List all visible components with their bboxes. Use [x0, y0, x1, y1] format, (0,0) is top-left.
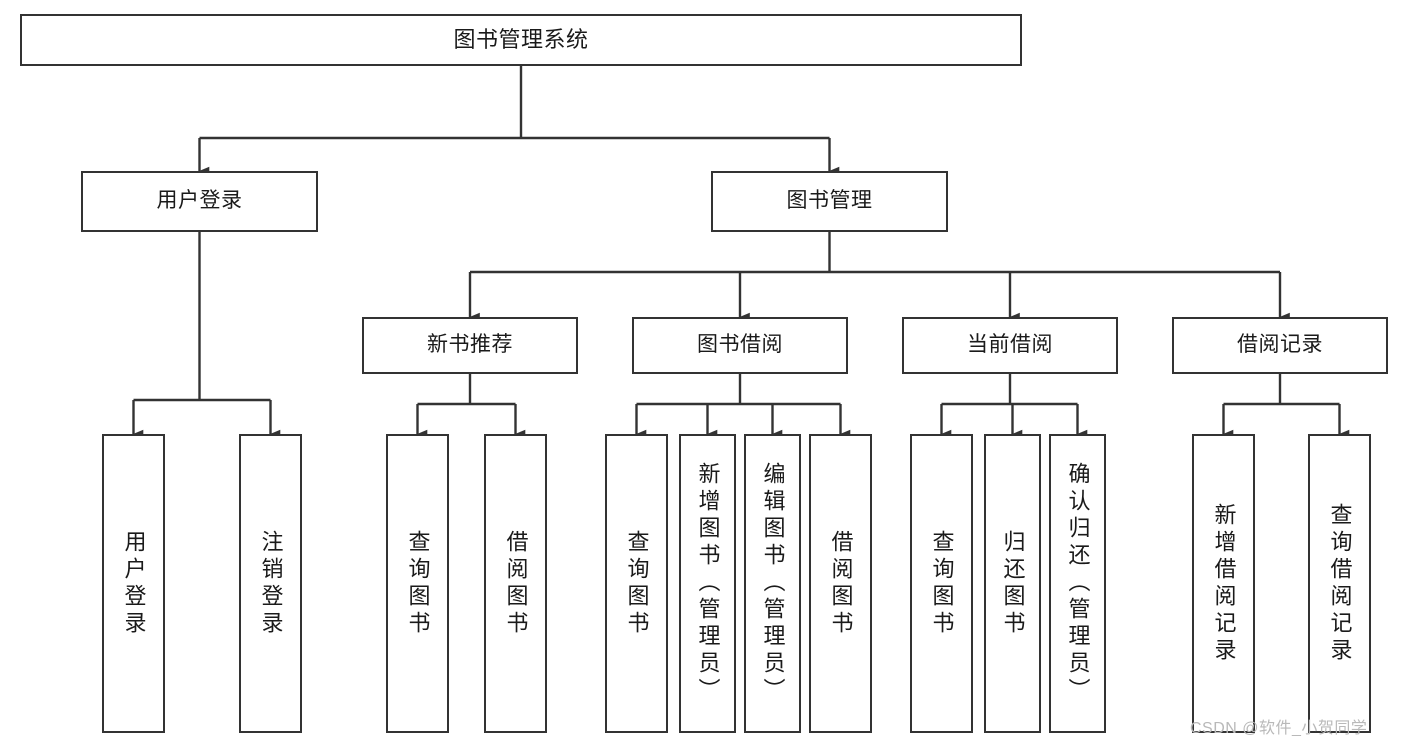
node-leaf-query-3[interactable]: 查询图书: [910, 434, 973, 733]
node-label: 借阅图书: [503, 529, 529, 638]
node-book-borrow[interactable]: 图书借阅: [632, 317, 848, 374]
node-new-book-rec[interactable]: 新书推荐: [362, 317, 578, 374]
node-label: 用户登录: [121, 529, 147, 638]
node-leaf-borrow-1[interactable]: 借阅图书: [484, 434, 547, 733]
node-label: 编辑图书（管理员）: [760, 462, 786, 705]
node-label: 查询图书: [405, 529, 431, 638]
node-borrow-record[interactable]: 借阅记录: [1172, 317, 1388, 374]
node-label: 借阅图书: [828, 529, 854, 638]
node-leaf-add-rec[interactable]: 新增借阅记录: [1192, 434, 1255, 733]
node-label: 用户登录: [156, 189, 243, 213]
csdn-watermark: CSDN @软件_小贺同学: [1190, 720, 1368, 737]
node-leaf-edit-book[interactable]: 编辑图书（管理员）: [744, 434, 801, 733]
node-root[interactable]: 图书管理系统: [20, 14, 1022, 66]
node-label: 注销登录: [258, 529, 284, 638]
node-label: 图书管理系统: [453, 27, 589, 53]
node-leaf-return[interactable]: 归还图书: [984, 434, 1041, 733]
node-label: 图书借阅: [697, 333, 783, 357]
node-label: 借阅记录: [1237, 333, 1323, 357]
node-leaf-add-book[interactable]: 新增图书（管理员）: [679, 434, 736, 733]
node-label: 确认归还（管理员）: [1065, 462, 1091, 705]
node-leaf-query-2[interactable]: 查询图书: [605, 434, 668, 733]
node-label: 新书推荐: [427, 333, 513, 357]
node-label: 查询图书: [624, 529, 650, 638]
node-leaf-user-login[interactable]: 用户登录: [102, 434, 165, 733]
node-label: 归还图书: [1000, 529, 1026, 638]
node-leaf-confirm[interactable]: 确认归还（管理员）: [1049, 434, 1106, 733]
node-label: 图书管理: [786, 189, 873, 213]
node-leaf-borrow-2[interactable]: 借阅图书: [809, 434, 872, 733]
node-label: 当前借阅: [967, 333, 1053, 357]
node-leaf-logout[interactable]: 注销登录: [239, 434, 302, 733]
node-leaf-query-rec[interactable]: 查询借阅记录: [1308, 434, 1371, 733]
node-user-login[interactable]: 用户登录: [81, 171, 318, 232]
node-current-borrow[interactable]: 当前借阅: [902, 317, 1118, 374]
node-label: 查询图书: [929, 529, 955, 638]
node-label: 新增借阅记录: [1211, 502, 1237, 665]
node-leaf-query-1[interactable]: 查询图书: [386, 434, 449, 733]
node-label: 查询借阅记录: [1327, 502, 1353, 665]
node-book-manage[interactable]: 图书管理: [711, 171, 948, 232]
node-label: 新增图书（管理员）: [695, 462, 721, 705]
